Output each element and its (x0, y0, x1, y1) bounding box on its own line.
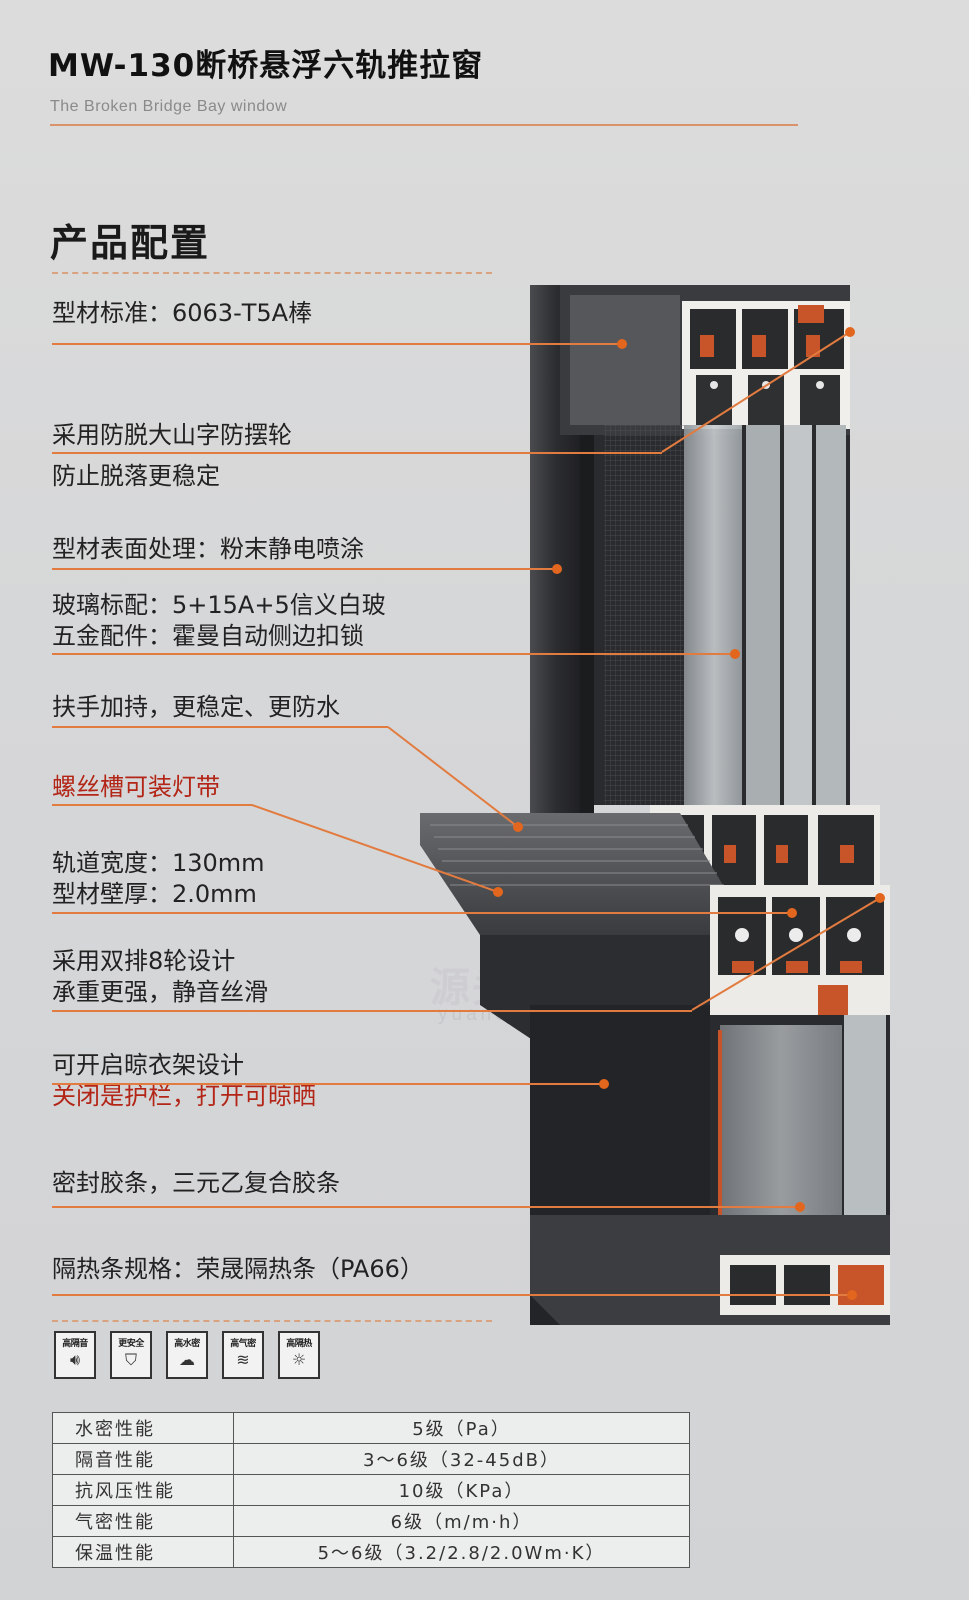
table-row: 水密性能 5级（Pa） (52, 1412, 690, 1444)
table-row: 保温性能 5～6级（3.2/2.8/2.0Wm·K） (52, 1536, 690, 1568)
leader-dot (795, 1202, 805, 1212)
leader-dot (552, 564, 562, 574)
leader-line (52, 343, 622, 345)
leader-line (52, 568, 557, 570)
feature-profile-standard: 型材标准：6063-T5A棒 (52, 299, 313, 327)
feature-drying-rack: 可开启晾衣架设计 关闭是护栏，打开可晾晒 (52, 1051, 316, 1111)
spec-value: 5～6级（3.2/2.8/2.0Wm·K） (233, 1536, 690, 1568)
feature-sealing-strip: 密封胶条，三元乙复合胶条 (52, 1169, 340, 1197)
leader-line (52, 726, 388, 728)
feature-thermal-break-strip: 隔热条规格：荣晟隔热条（PA66） (52, 1255, 424, 1283)
leader-dot (599, 1079, 609, 1089)
feature-handrail: 扶手加持，更稳定、更防水 (52, 693, 340, 721)
leader-line-diagonal (691, 893, 885, 1011)
feature-track-width: 轨道宽度：130mm 型材壁厚：2.0mm (52, 849, 265, 909)
spec-value: 3～6级（32-45dB） (233, 1443, 690, 1475)
shield-icon: ⛉ (124, 1350, 137, 1369)
table-row: 气密性能 6级（m/m·h） (52, 1505, 690, 1537)
spec-name: 水密性能 (52, 1412, 234, 1444)
spec-name: 保温性能 (52, 1536, 234, 1568)
rain-cloud-icon: ☁ (179, 1350, 195, 1369)
feature-light-strip-slot: 螺丝槽可装灯带 (52, 773, 220, 801)
leader-line (52, 653, 735, 655)
spec-value: 6级（m/m·h） (233, 1505, 690, 1537)
leader-line (52, 804, 252, 806)
leader-dot (787, 908, 797, 918)
leader-line-diagonal (661, 327, 855, 453)
title-divider (50, 124, 798, 126)
spec-name: 隔音性能 (52, 1443, 234, 1475)
leader-line (52, 1206, 800, 1208)
leader-line (52, 1294, 852, 1296)
badge-sound-insulation: 高隔音 🔊︎ (54, 1331, 96, 1379)
performance-spec-table: 水密性能 5级（Pa） 隔音性能 3～6级（32-45dB） 抗风压性能 10级… (52, 1412, 690, 1568)
page-title: MW-130断桥悬浮六轨推拉窗 (48, 48, 484, 84)
speaker-icon: 🔊︎ (69, 1350, 81, 1369)
leader-line-diagonal (387, 726, 523, 832)
spec-name: 气密性能 (52, 1505, 234, 1537)
leader-dot (730, 649, 740, 659)
table-row: 抗风压性能 10级（KPa） (52, 1474, 690, 1506)
leader-line (52, 1010, 692, 1012)
feature-anti-drop-wheel: 采用防脱大山字防摆轮 防止脱落更稳定 (52, 421, 292, 491)
leader-dot (847, 1290, 857, 1300)
leader-line-diagonal (251, 804, 503, 897)
wind-waves-icon: ≋ (236, 1350, 250, 1369)
spec-value: 10级（KPa） (233, 1474, 690, 1506)
leader-line (52, 452, 662, 454)
leader-dot (617, 339, 627, 349)
badge-safety: 更安全 ⛉ (110, 1331, 152, 1379)
leader-line (52, 912, 792, 914)
leader-line (52, 1083, 604, 1085)
feature-double-row-wheels: 采用双排8轮设计 承重更强，静音丝滑 (52, 947, 268, 1007)
page-subtitle: The Broken Bridge Bay window (50, 98, 288, 115)
badge-water-tightness: 高水密 ☁ (166, 1331, 208, 1379)
badge-heat-insulation: 高隔热 ☼ (278, 1331, 320, 1379)
section-title: 产品配置 (50, 221, 211, 265)
section-divider-top (52, 272, 492, 274)
spec-value: 5级（Pa） (233, 1412, 690, 1444)
feature-surface-treatment: 型材表面处理：粉末静电喷涂 (52, 535, 364, 563)
section-divider-bottom (52, 1320, 492, 1322)
spec-name: 抗风压性能 (52, 1474, 234, 1506)
window-cross-section-illustration (420, 285, 890, 1325)
table-row: 隔音性能 3～6级（32-45dB） (52, 1443, 690, 1475)
sun-icon: ☼ (291, 1350, 307, 1369)
badge-air-tightness: 高气密 ≋ (222, 1331, 264, 1379)
feature-glass-hardware: 玻璃标配：5+15A+5信义白玻 五金配件：霍曼自动侧边扣锁 (52, 591, 386, 651)
